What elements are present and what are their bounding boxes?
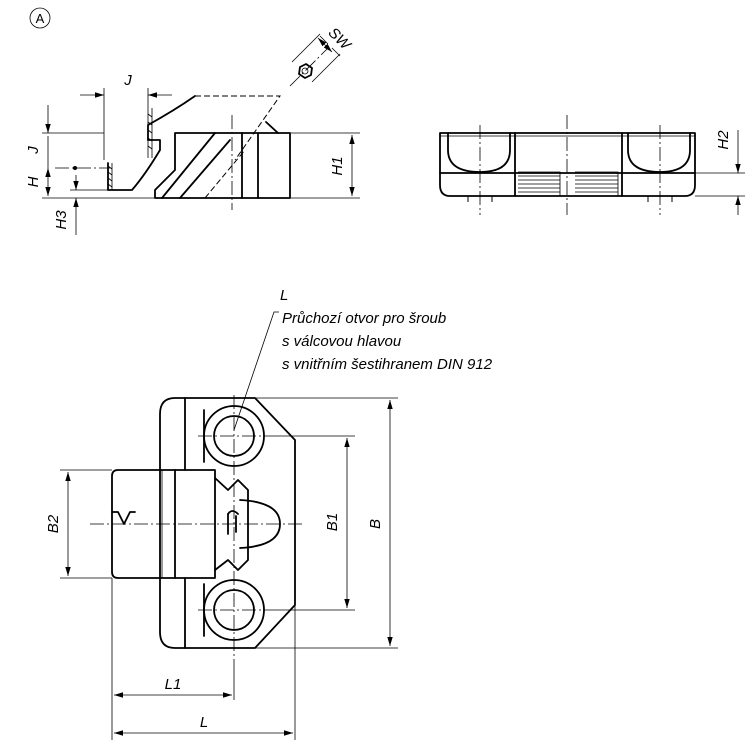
dim-label-l1: L1 (165, 676, 182, 693)
dim-label-h2: H2 (715, 130, 732, 150)
front-view: H2 (439, 115, 745, 215)
callout-line-2: s válcovou hlavou (282, 333, 402, 350)
dim-label-h3: H3 (53, 210, 70, 230)
plan-view: B B1 B2 L1 L (45, 311, 398, 740)
view-marker-a: A (29, 7, 51, 29)
dim-label-j-horizontal: J (123, 72, 132, 89)
dim-label-sw: SW (325, 24, 355, 54)
hex-key-symbol: SW (289, 24, 355, 87)
view-marker-label: A (36, 11, 45, 26)
dim-label-l: L (200, 714, 208, 731)
side-view: J J H H3 H1 SW (25, 24, 360, 235)
dim-label-h1: H1 (329, 156, 346, 175)
dim-label-j-vertical: J (25, 146, 42, 155)
callout-line-3: s vnitřním šestihranem DIN 912 (282, 356, 493, 373)
callout-note: L Průchozí otvor pro šroub s válcovou hl… (280, 287, 493, 373)
thread-hatch-left (107, 163, 113, 190)
reference-point (73, 166, 77, 170)
front-thread (518, 171, 619, 196)
dim-label-b2: B2 (45, 514, 62, 533)
dim-label-h: H (25, 176, 42, 187)
callout-line-1: Průchozí otvor pro šroub (282, 310, 446, 327)
dim-label-b1: B1 (324, 513, 341, 531)
callout-symbol: L (280, 287, 288, 304)
dim-label-b: B (367, 519, 384, 529)
